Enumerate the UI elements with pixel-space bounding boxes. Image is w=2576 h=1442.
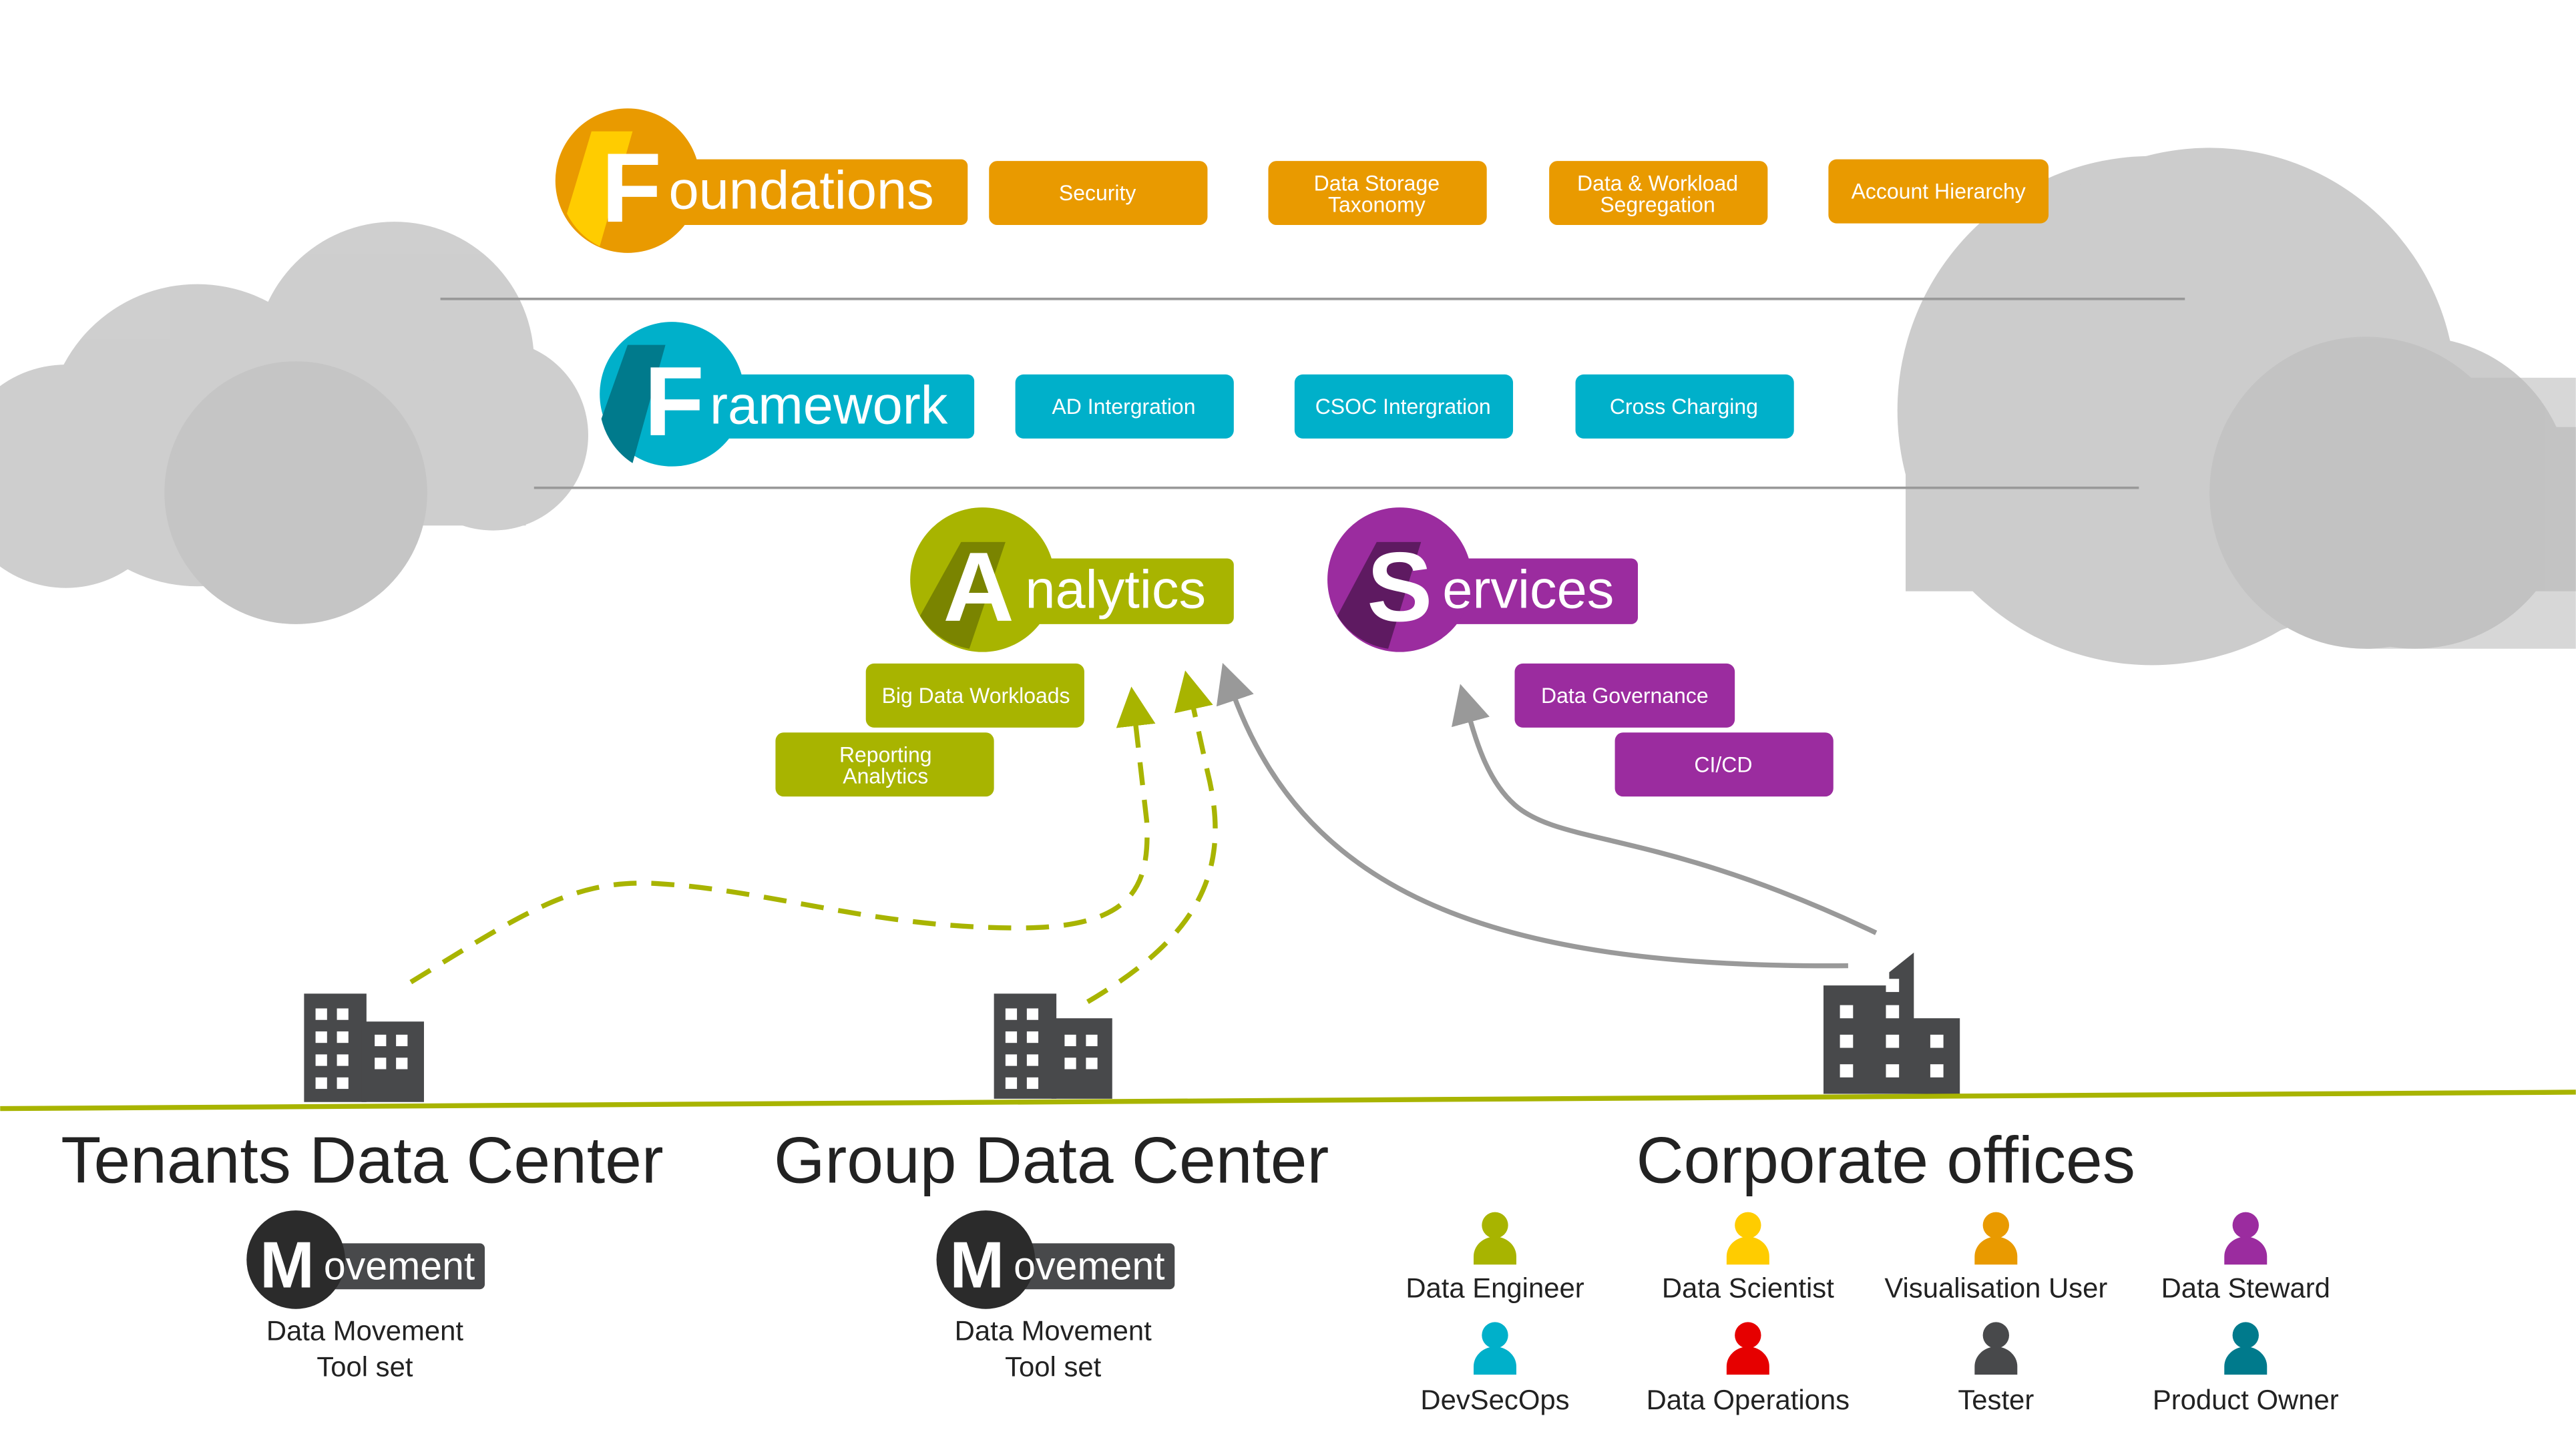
person-icon: [1473, 1322, 1516, 1375]
svg-text:Taxonomy: Taxonomy: [1328, 192, 1426, 216]
services-items: Data Governance CI/CD: [1514, 663, 1834, 797]
person-icon: [1473, 1212, 1516, 1265]
tenants-to-analytics-arrow: [409, 686, 1156, 985]
role-label: Tester: [1958, 1384, 2034, 1415]
role-item: Data Steward: [2161, 1212, 2330, 1304]
movement-badge: M ovement: [246, 1210, 485, 1309]
analytics-header: A nalytics: [910, 507, 1234, 652]
movement-caption: Tool set: [1005, 1351, 1101, 1383]
building-icon: [994, 993, 1112, 1099]
location-title-tenants: Tenants Data Center: [61, 1123, 663, 1196]
item-ci-cd[interactable]: [1615, 732, 1834, 797]
corporate-to-services-arrow: [1451, 684, 1878, 935]
person-icon: [1974, 1212, 2018, 1265]
location-title-corporate: Corporate offices: [1637, 1123, 2135, 1196]
corporate-to-analytics-arrow: [1216, 662, 1848, 969]
role-label: Data Engineer: [1406, 1272, 1584, 1304]
role-item: Data Operations: [1647, 1322, 1850, 1415]
svg-text:AD Intergration: AD Intergration: [1052, 395, 1195, 419]
role-item: DevSecOps: [1420, 1322, 1570, 1415]
svg-text:Account Hierarchy: Account Hierarchy: [1852, 180, 2026, 204]
svg-text:S: S: [1367, 532, 1432, 642]
svg-text:F: F: [602, 133, 662, 243]
group-to-analytics-arrow: [1086, 670, 1218, 1004]
left-cloud-overlay: [164, 361, 427, 624]
role-label: Data Operations: [1647, 1384, 1850, 1415]
foundations-items: Security Data Storage Taxonomy Data & Wo…: [989, 159, 2049, 226]
person-icon: [1726, 1322, 1769, 1375]
item-security[interactable]: [989, 161, 1208, 226]
svg-text:Data & Workload: Data & Workload: [1577, 171, 1738, 195]
person-icon: [1726, 1212, 1769, 1265]
svg-text:Reporting: Reporting: [839, 743, 932, 767]
person-icon: [2224, 1212, 2268, 1265]
role-label: DevSecOps: [1420, 1384, 1569, 1415]
svg-text:oundations: oundations: [669, 160, 934, 220]
role-label: Visualisation User: [1884, 1272, 2107, 1304]
svg-text:M: M: [949, 1228, 1004, 1302]
person-icon: [1974, 1322, 2018, 1375]
foundations-header: F oundations: [555, 108, 968, 253]
item-big-data-workloads[interactable]: [865, 663, 1084, 728]
building-icon: [304, 993, 424, 1102]
svg-text:M: M: [260, 1228, 314, 1302]
svg-text:Data Governance: Data Governance: [1541, 684, 1709, 708]
svg-text:ovement: ovement: [1014, 1244, 1164, 1288]
item-data-workload-segregation[interactable]: [1549, 161, 1768, 226]
svg-text:ramework: ramework: [710, 376, 948, 436]
item-csoc-integration[interactable]: [1294, 374, 1514, 439]
role-item: Tester: [1958, 1322, 2034, 1415]
role-item: Visualisation User: [1884, 1212, 2107, 1304]
svg-text:CSOC Intergration: CSOC Intergration: [1315, 395, 1491, 419]
item-data-storage-taxonomy[interactable]: [1268, 161, 1487, 226]
svg-text:A: A: [943, 532, 1014, 642]
svg-text:F: F: [644, 346, 704, 457]
svg-text:Data Storage: Data Storage: [1314, 171, 1440, 195]
role-label: Data Scientist: [1662, 1272, 1834, 1304]
person-icon: [2224, 1322, 2268, 1375]
svg-text:Analytics: Analytics: [843, 764, 928, 788]
movement-caption: Data Movement: [955, 1314, 1152, 1346]
svg-text:Segregation: Segregation: [1600, 192, 1715, 216]
movement-caption: Tool set: [316, 1351, 413, 1383]
role-label: Data Steward: [2161, 1272, 2330, 1304]
svg-text:Security: Security: [1059, 181, 1136, 205]
right-cloud-overlay: [2209, 336, 2576, 649]
item-reporting-analytics[interactable]: [775, 732, 994, 797]
role-item: Product Owner: [2153, 1322, 2339, 1415]
svg-text:CI/CD: CI/CD: [1694, 752, 1752, 776]
item-cross-charging[interactable]: [1575, 374, 1794, 439]
building-icon: [1823, 952, 1960, 1094]
svg-text:nalytics: nalytics: [1025, 559, 1206, 620]
role-item: Data Scientist: [1662, 1212, 1834, 1304]
role-label: Product Owner: [2153, 1384, 2339, 1415]
role-item: Data Engineer: [1406, 1212, 1584, 1304]
movement-caption: Data Movement: [266, 1314, 464, 1346]
svg-text:ovement: ovement: [324, 1244, 475, 1288]
svg-text:ervices: ervices: [1442, 559, 1614, 620]
roles-grid: Data Engineer Data Scientist Visualisation…: [1406, 1212, 2339, 1415]
framework-header: F ramework: [600, 322, 975, 467]
framework-items: AD Intergration CSOC Intergration Cross …: [1015, 374, 1794, 439]
analytics-items: Big Data Workloads Reporting Analytics: [775, 663, 1084, 797]
movement-badge: M ovement: [936, 1210, 1175, 1309]
location-title-group: Group Data Center: [774, 1123, 1329, 1196]
svg-text:Cross Charging: Cross Charging: [1610, 395, 1758, 419]
item-data-governance[interactable]: [1514, 663, 1735, 728]
item-ad-integration[interactable]: [1015, 374, 1234, 439]
item-account-hierarchy[interactable]: [1828, 159, 2049, 224]
svg-text:Big Data Workloads: Big Data Workloads: [882, 684, 1070, 708]
ground-line: [0, 1090, 2576, 1112]
services-header: S ervices: [1327, 507, 1639, 652]
